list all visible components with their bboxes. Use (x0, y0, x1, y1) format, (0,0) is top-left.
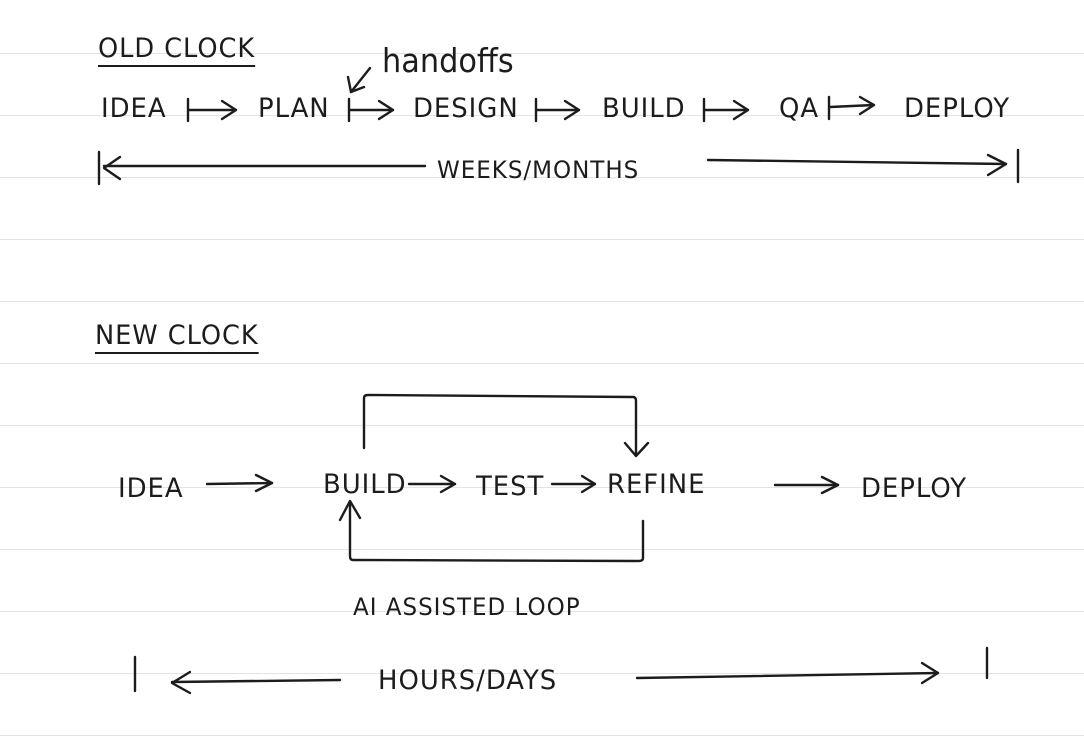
handoffs-annotation: handoffs (382, 41, 514, 80)
old-timescale-right-shaft (706, 158, 1008, 166)
loop-top-path (362, 393, 638, 456)
new-timescale-arrow (133, 646, 989, 695)
old-stage-design: DESIGN (413, 93, 519, 124)
old-stage-build: BUILD (602, 93, 686, 124)
new-timescale-left-head (170, 670, 192, 695)
old-timescale-right-head (986, 153, 1008, 177)
new-clock-heading: NEW CLOCK (95, 320, 259, 351)
old-timescale-label: WEEKS/MONTHS (437, 156, 640, 184)
new-arrowhead-idea-build (254, 473, 274, 493)
loop-top-connector (362, 393, 650, 458)
new-timescale-right-head (920, 661, 940, 685)
new-stage-test: TEST (476, 471, 545, 502)
handoffs-pointer-shaft (349, 66, 372, 94)
old-arrowhead-4 (732, 99, 750, 121)
old-stage-qa: QA (779, 93, 820, 124)
loop-top-arrowhead (623, 441, 650, 458)
handoffs-pointer-arrow (346, 66, 372, 94)
new-stage-idea: IDEA (118, 473, 184, 504)
old-arrowhead-1 (220, 99, 238, 121)
loop-bottom-arrowhead (338, 499, 362, 522)
new-timescale-left-shaft (170, 678, 342, 684)
old-stage-plan: PLAN (258, 93, 330, 124)
old-stage-idea: IDEA (101, 93, 167, 124)
new-arrowhead-build-test (439, 474, 457, 494)
old-stage-deploy: DEPLOY (904, 93, 1011, 124)
new-arrow-idea-build (205, 481, 274, 486)
loop-label: AI ASSISTED LOOP (353, 593, 581, 621)
new-arrowhead-refine-deploy (820, 475, 840, 495)
handoffs-pointer-head (346, 75, 366, 94)
new-timescale-right-shaft (635, 671, 940, 680)
old-arrowhead-3 (563, 99, 581, 121)
loop-bottom-path (348, 501, 645, 563)
new-stage-refine: REFINE (607, 469, 706, 500)
new-stage-build: BUILD (323, 469, 407, 500)
old-arrowhead-5 (858, 95, 876, 116)
loop-bottom-connector (338, 499, 645, 563)
old-arrowhead-2 (377, 99, 395, 121)
new-timescale-label: HOURS/DAYS (378, 665, 558, 696)
new-arrowhead-test-refine (580, 474, 597, 494)
new-stage-deploy: DEPLOY (861, 473, 968, 504)
old-timescale-left-head (102, 155, 122, 181)
old-arrow-5 (828, 103, 876, 109)
old-clock-heading: OLD CLOCK (98, 33, 256, 64)
